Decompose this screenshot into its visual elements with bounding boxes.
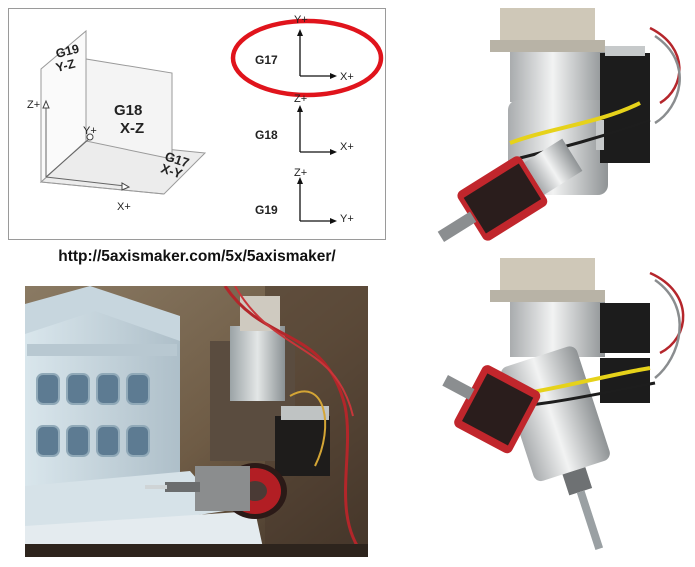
- g19-v-label: Z+: [294, 167, 307, 179]
- iso-z-label: Z+: [27, 99, 40, 111]
- plane-selection-diagram: Z+ Y+ X+ G19 Y-Z G18 X-Z G17 X-Y G17 Y+ …: [8, 8, 386, 240]
- plane-label-g18-axes: X-Z: [120, 120, 144, 137]
- head-photo-vertical: [410, 8, 695, 248]
- plane-label-g19-code-text: G19: [54, 42, 80, 61]
- plane-label-g17-axes: X-Y: [159, 161, 185, 182]
- iso-y-label: Y+: [83, 125, 97, 137]
- iso-x-label: X+: [117, 201, 131, 213]
- plane-label-g19-axes: Y-Z: [54, 57, 77, 75]
- source-url-caption: http://5axismaker.com/5x/5axismaker/: [58, 248, 336, 265]
- code-g19: G19: [255, 203, 278, 217]
- g18-v-label: Z+: [294, 93, 307, 105]
- g17-h-label: X+: [340, 71, 354, 83]
- plane-label-g18-code: G18: [114, 102, 142, 119]
- g18-h-label: X+: [340, 141, 354, 153]
- g17-highlight-circle: [230, 18, 384, 98]
- g19-h-label: Y+: [340, 213, 354, 225]
- code-g17: G17: [255, 53, 278, 67]
- g17-v-label: Y+: [294, 14, 308, 26]
- plane-diagram-svg: Z+ Y+ X+ G19 Y-Z G18 X-Z G17 X-Y G17 Y+ …: [27, 14, 384, 225]
- code-g18: G18: [255, 128, 278, 142]
- milling-photo: [25, 286, 368, 557]
- plane-label-g17-code: G17: [163, 149, 191, 171]
- x-axis: [45, 176, 126, 187]
- head-photo-tilted: [410, 258, 695, 567]
- y-axis: [45, 138, 90, 178]
